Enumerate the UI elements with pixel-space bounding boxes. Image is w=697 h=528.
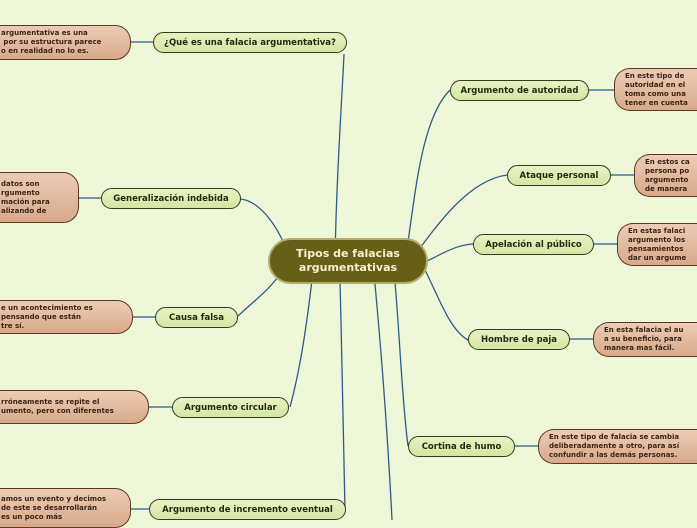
description-ataque-personal: En estos ca persona po argumento de mane… [634,154,697,197]
topic-argumento-incremento-eventual[interactable]: Argumento de incremento eventual [149,499,346,520]
topic-argumento-circular[interactable]: Argumento circular [172,397,289,418]
topic-que-es-falacia[interactable]: ¿Qué es una falacia argumentativa? [153,32,347,53]
branch-incremento [339,281,346,511]
topic-argumento-autoridad[interactable]: Argumento de autoridad [450,80,589,101]
branch-hombre [424,269,469,341]
description-hombre-de-paja: En esta falacia el au a su beneficio, pa… [593,322,697,357]
description-generalizacion-indebida: datos son rgumento mación para alizando … [0,172,79,223]
topic-apelacion-publico[interactable]: Apelación al público [473,234,594,255]
topic-cortina-de-humo[interactable]: Cortina de humo [408,436,515,457]
central-topic[interactable]: Tipos de falacias argumentativas [268,238,428,284]
topic-hombre-de-paja[interactable]: Hombre de paja [468,329,570,350]
description-causa-falsa: e un acontecimiento es pensando que está… [0,300,133,334]
description-argumento-circular: rróneamente se repite el umento, pero co… [0,390,149,424]
description-argumento-autoridad: En este tipo de autoridad en el toma com… [614,68,697,111]
description-argumento-incremento: amos un evento y decimos de este se desa… [0,488,131,528]
branch-circular [289,279,313,408]
description-apelacion-publico: En estas falaci argumento los pensamient… [617,223,697,266]
branch-apelacion [424,243,474,263]
topic-ataque-personal[interactable]: Ataque personal [507,165,611,186]
branch-autoridad [404,89,451,263]
branch-cortina [394,281,409,447]
description-cortina-de-humo: En este tipo de falacia se cambia delibe… [538,429,697,464]
branch-lower-1 [374,283,393,520]
description-que-es-falacia: argumentativa es una por su estructura p… [0,25,131,60]
branch-que-es [334,53,345,263]
topic-causa-falsa[interactable]: Causa falsa [155,307,238,328]
topic-generalizacion-indebida[interactable]: Generalización indebida [101,188,241,209]
